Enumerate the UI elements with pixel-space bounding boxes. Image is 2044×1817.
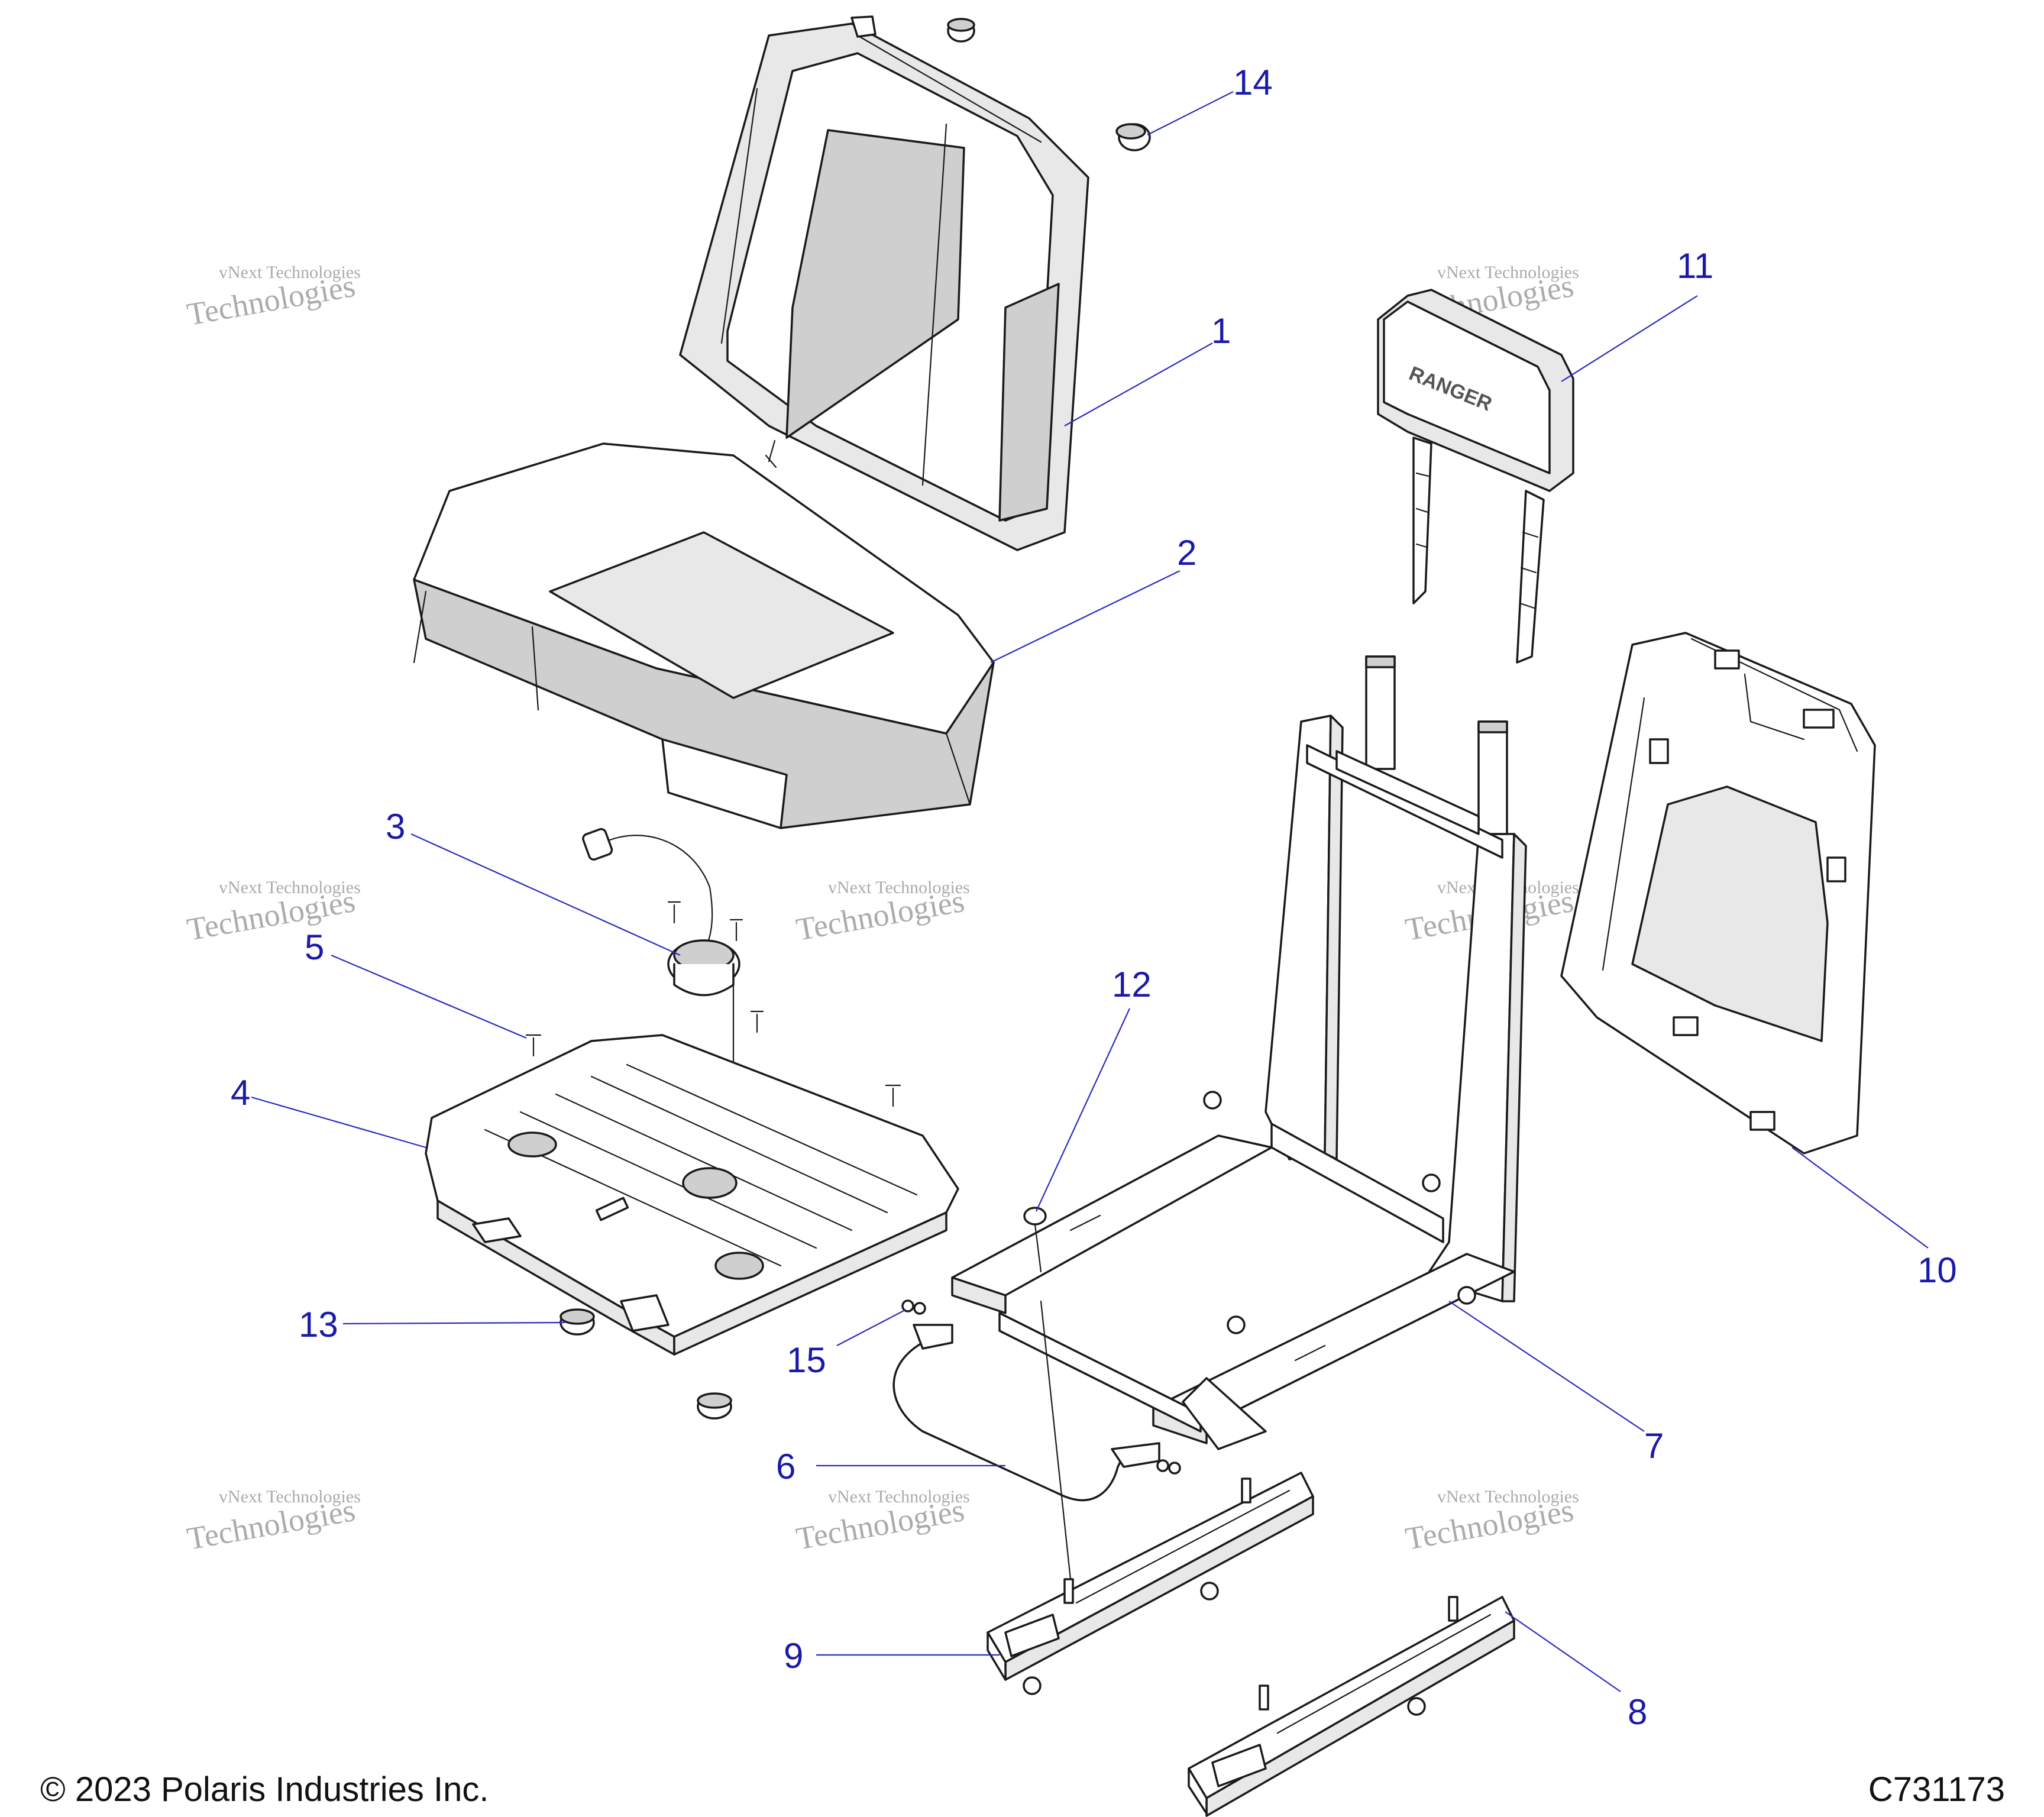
- callout-15: 15: [787, 1340, 826, 1380]
- callout-12: 12: [1112, 965, 1152, 1004]
- callout-4: 4: [231, 1073, 250, 1113]
- part-14-spacer: [947, 18, 1151, 151]
- callout-11: 11: [1677, 246, 1713, 286]
- part-4-seat-base: [425, 1034, 959, 1356]
- watermark-text: vNext Technologies: [828, 878, 970, 897]
- leader-lines: [251, 91, 1929, 1692]
- part-10-back-panel: [1560, 632, 1876, 1155]
- callout-9: 9: [784, 1636, 803, 1676]
- part-3-seat-switch: [582, 827, 764, 1143]
- part-1-seat-back: [679, 15, 1089, 551]
- callout-2: 2: [1177, 533, 1196, 573]
- callout-7: 7: [1644, 1426, 1664, 1466]
- callout-labels: 1 2 3 4 5 6 7 8 9 10 11 12 13 14 15: [231, 63, 1957, 1732]
- figure-code: C731173: [1868, 1770, 2005, 1809]
- copyright-notice: © 2023 Polaris Industries Inc.: [40, 1770, 489, 1809]
- watermark-text: vNext Technologies: [828, 1487, 970, 1506]
- watermark-text: vNext Technologies: [1437, 263, 1579, 282]
- callout-1: 1: [1211, 311, 1231, 351]
- watermark-text: vNext Technologies: [219, 1487, 361, 1506]
- part-13-flange-nut: [559, 1308, 732, 1420]
- callout-14: 14: [1233, 63, 1273, 102]
- callout-5: 5: [305, 927, 324, 967]
- watermark-text: vNext Technologies: [219, 263, 361, 282]
- part-7-seat-frame: [951, 655, 1527, 1450]
- callout-13: 13: [299, 1305, 338, 1344]
- callout-6: 6: [776, 1447, 795, 1486]
- callout-8: 8: [1628, 1692, 1647, 1732]
- part-2-seat-bottom: [413, 442, 995, 829]
- part-9-slide-rail: [987, 1472, 1314, 1695]
- part-12-nut: [1023, 1207, 1047, 1273]
- watermark-text: vNext Technologies: [1437, 1487, 1579, 1506]
- callout-3: 3: [386, 807, 405, 846]
- part-6-release-handle: [892, 1300, 1160, 1580]
- part-11-headrest: RANGER: [1377, 289, 1574, 664]
- watermark-text: vNext Technologies: [219, 878, 361, 897]
- part-8-slide-rail: [1188, 1596, 1515, 1817]
- callout-10: 10: [1917, 1250, 1957, 1290]
- part-15-screw: [901, 1299, 1181, 1475]
